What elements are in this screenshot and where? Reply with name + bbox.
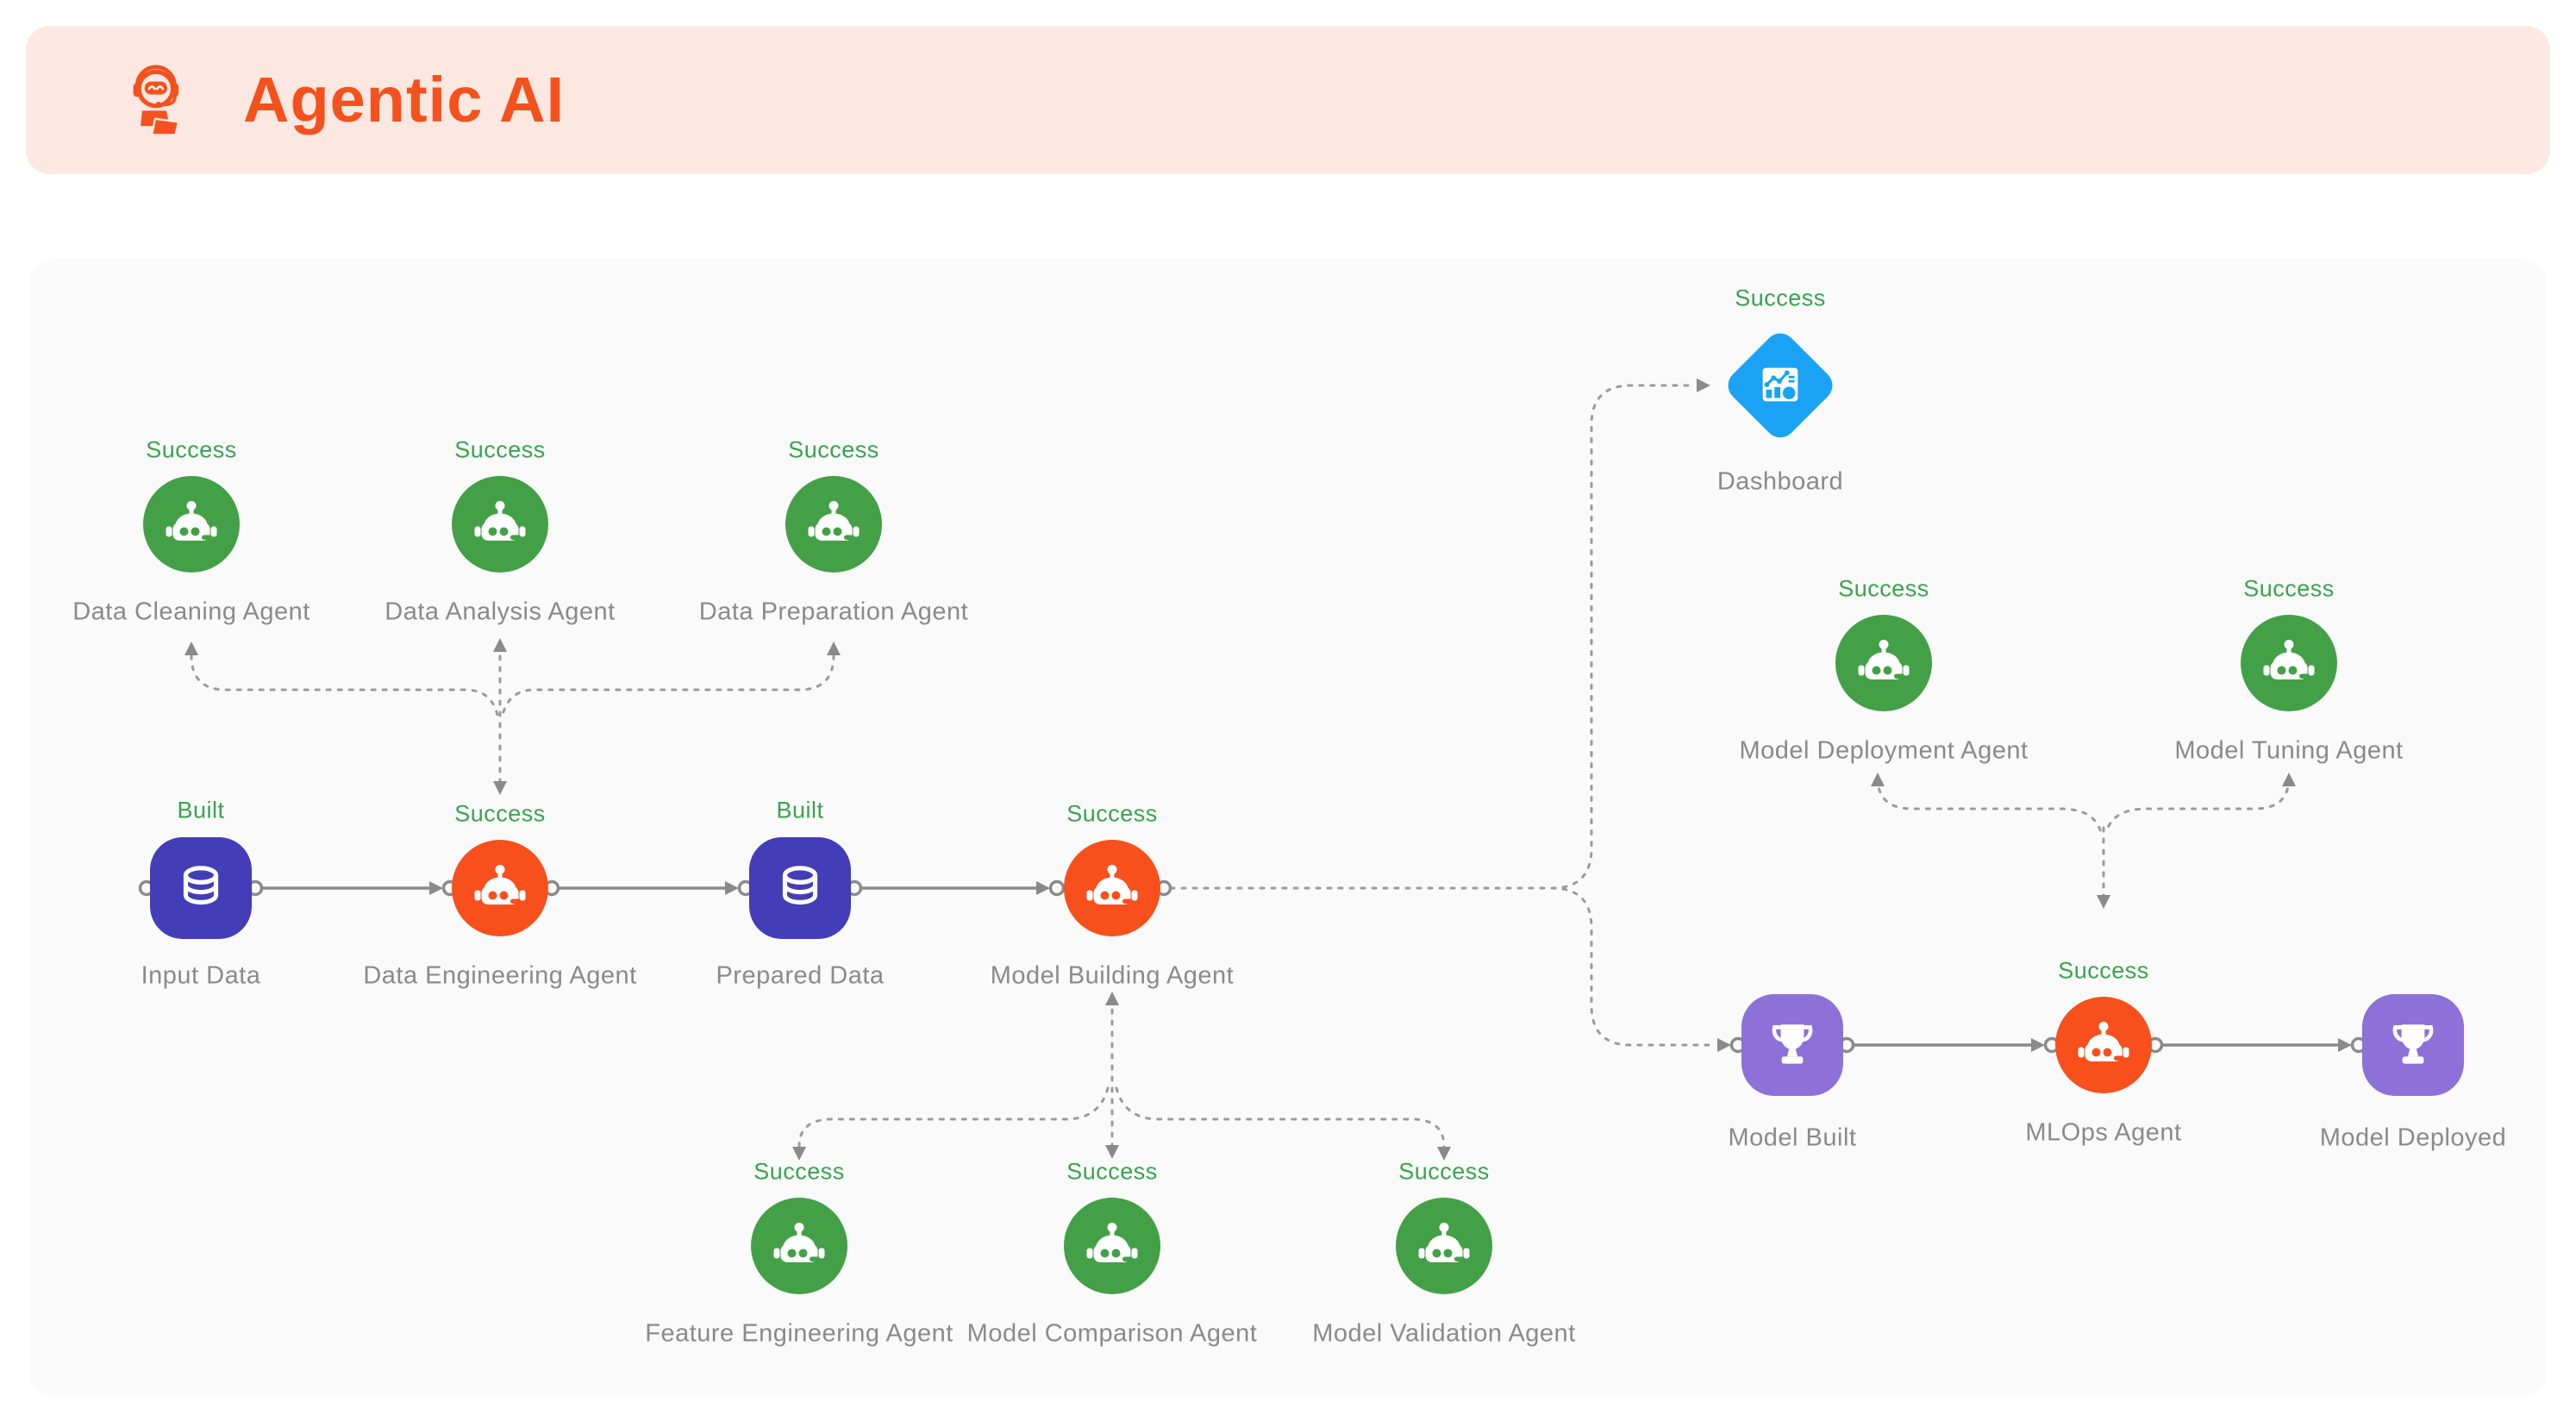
robot-icon <box>2263 640 2315 679</box>
status-badge: Success <box>146 436 237 463</box>
node-label: Data Cleaning Agent <box>72 598 310 626</box>
robot-icon <box>1858 640 1910 679</box>
node-label: MLOps Agent <box>2025 1118 2182 1147</box>
node-label: Dashboard <box>1716 467 1844 496</box>
node-label: Model Tuning Agent <box>2174 736 2404 765</box>
agent-node-shape <box>2241 615 2337 711</box>
status-badge: Success <box>2243 575 2335 602</box>
data-node-shape <box>749 837 851 939</box>
database-icon <box>183 866 219 905</box>
status-badge: Success <box>753 1158 845 1185</box>
result-node-shape <box>1741 994 1843 1096</box>
node-label: Feature Engineering Agent <box>645 1319 953 1348</box>
workflow-canvas[interactable] <box>30 259 2546 1397</box>
node-label: Model Comparison Agent <box>966 1319 1258 1348</box>
data-node-shape <box>150 837 252 939</box>
chart-dashboard-icon <box>1762 367 1798 402</box>
node-label: Model Deployment Agent <box>1739 736 2029 765</box>
status-badge: Success <box>1066 1158 1158 1185</box>
agent-node-shape <box>2055 997 2152 1093</box>
robot-icon <box>474 501 526 541</box>
agent-node-shape <box>785 476 882 573</box>
header-bar: Agentic AI <box>26 26 2550 174</box>
node-label: Model Building Agent <box>990 961 1235 990</box>
status-badge: Success <box>454 800 546 827</box>
status-badge: Success <box>1398 1158 1490 1185</box>
agent-node-shape <box>452 476 548 573</box>
page-title: Agentic AI <box>243 64 566 135</box>
node-label: Prepared Data <box>716 961 885 990</box>
robot-icon <box>166 501 217 541</box>
agent-node-shape <box>452 840 548 936</box>
node-label: Data Analysis Agent <box>385 598 616 626</box>
node-label: Input Data <box>141 961 261 990</box>
result-node-shape <box>2362 994 2464 1096</box>
dashboard-node-shape <box>1722 327 1839 444</box>
agent-node-shape <box>1064 1198 1160 1294</box>
robot-icon <box>773 1223 825 1262</box>
node-label: Model Built <box>1728 1123 1857 1152</box>
agent-node-shape <box>1396 1198 1492 1294</box>
agent-node-shape <box>1064 840 1160 936</box>
robot-icon <box>474 865 526 904</box>
robot-icon <box>1086 1223 1138 1262</box>
node-label: Model Deployed <box>2319 1123 2507 1152</box>
status-badge: Built <box>776 797 824 823</box>
trophy-icon <box>1772 1024 1813 1064</box>
robot-icon <box>2078 1022 2129 1061</box>
agent-node-shape <box>1835 615 1932 711</box>
database-icon <box>782 866 818 905</box>
trophy-icon <box>2392 1024 2434 1064</box>
status-badge: Success <box>788 436 879 463</box>
node-label: Data Preparation Agent <box>698 598 969 626</box>
status-badge: Success <box>454 436 546 463</box>
robot-headset-icon <box>133 65 180 136</box>
status-badge: Success <box>1066 800 1158 827</box>
robot-icon <box>1086 865 1138 904</box>
status-badge: Success <box>1838 575 1929 602</box>
node-label: Model Validation Agent <box>1312 1319 1576 1348</box>
node-label: Data Engineering Agent <box>363 961 637 990</box>
robot-icon <box>1418 1223 1470 1262</box>
status-badge: Built <box>177 797 225 823</box>
agent-node-shape <box>751 1198 847 1294</box>
status-badge: Success <box>2058 957 2149 984</box>
agent-node-shape <box>143 476 240 573</box>
status-badge: Success <box>1735 285 1826 311</box>
robot-icon <box>808 501 860 541</box>
